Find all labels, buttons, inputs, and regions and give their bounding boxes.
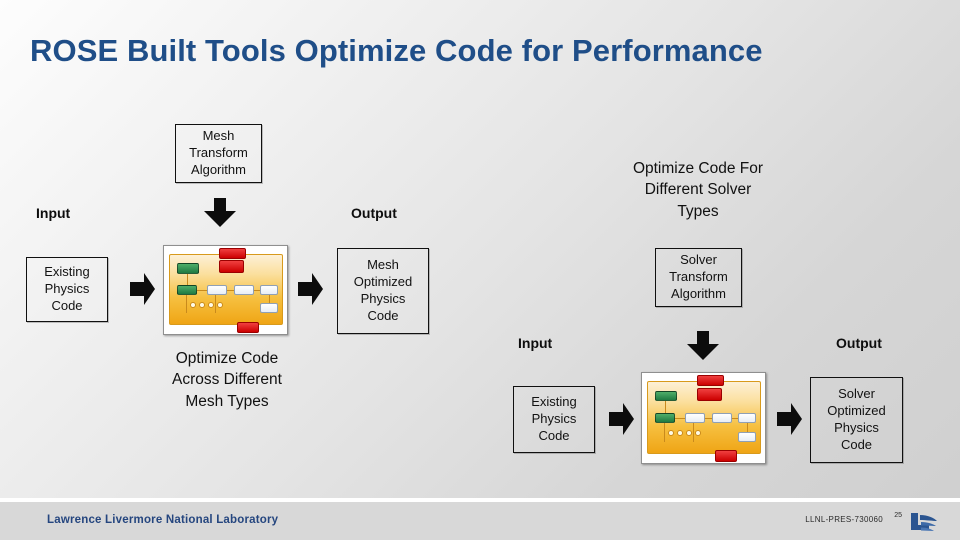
thumb-node-red-top <box>697 374 725 387</box>
mesh-input-line-1: Existing <box>44 264 90 280</box>
thumb-dot <box>668 430 675 437</box>
thumb-node-white-1 <box>685 412 706 424</box>
solver-output-line-1: Solver <box>838 386 875 402</box>
mesh-output-line-4: Code <box>367 307 399 323</box>
mesh-flow-caption: Optimize Code Across Different Mesh Type… <box>127 348 327 412</box>
mesh-output-line-3: Physics <box>360 291 406 306</box>
thumb-connector <box>185 295 187 314</box>
page-title: ROSE Built Tools Optimize Code for Perfo… <box>30 33 763 68</box>
mesh-arrow-tool-to-output-icon <box>298 272 324 306</box>
thumb-dot <box>217 302 224 309</box>
thumb-node-green-2 <box>654 412 675 424</box>
mesh-output-line-1: Mesh <box>367 257 399 273</box>
thumb-node-green-1 <box>654 390 678 402</box>
thumb-connector <box>663 423 665 442</box>
thumb-node-white-4 <box>737 431 756 442</box>
solver-input-label: Input <box>518 335 553 351</box>
mesh-caption-line-2: Across Different <box>172 371 282 389</box>
rose-architecture-thumbnail-solver <box>641 372 766 464</box>
rose-architecture-thumbnail-mesh <box>163 245 288 335</box>
mesh-transform-line-1: Mesh <box>202 128 235 144</box>
mesh-input-box: Existing Physics Code <box>26 257 108 322</box>
thumbnail-body <box>646 381 762 454</box>
thumb-node-green-1 <box>176 263 200 274</box>
thumb-dot <box>695 430 702 437</box>
thumb-node-green-2 <box>176 284 197 296</box>
thumb-dot <box>208 302 215 309</box>
thumb-connector <box>674 417 685 419</box>
solver-heading-line-2: Different Solver <box>644 181 752 199</box>
thumb-node-white-3 <box>737 412 756 424</box>
thumb-connector <box>254 289 260 291</box>
solver-input-line-3: Code <box>538 427 570 443</box>
solver-input-line-1: Existing <box>531 394 577 410</box>
thumb-node-white-1 <box>207 284 228 296</box>
thumb-node-red-1 <box>697 387 723 401</box>
thumb-dot <box>190 302 197 309</box>
thumb-connector <box>746 423 748 432</box>
solver-output-box: Solver Optimized Physics Code <box>810 377 903 463</box>
solver-transform-algorithm-box: Solver Transform Algorithm <box>655 248 742 307</box>
footer-page-number: 25 <box>894 512 902 519</box>
mesh-caption-line-3: Mesh Types <box>185 392 269 410</box>
solver-input-box: Existing Physics Code <box>513 386 595 453</box>
thumb-dot <box>686 430 693 437</box>
solver-heading-line-1: Optimize Code For <box>632 160 764 177</box>
thumb-connector <box>664 401 666 413</box>
solver-output-line-2: Optimized <box>827 403 886 419</box>
thumb-node-white-3 <box>259 284 278 296</box>
mesh-output-line-2: Optimized <box>353 274 413 290</box>
thumb-dot <box>677 430 684 437</box>
footer-pres-number: LLNL-PRES-730060 <box>805 515 883 524</box>
solver-down-arrow-icon <box>686 331 720 361</box>
solver-output-line-3: Physics <box>834 420 879 435</box>
thumb-node-red-bottom <box>714 450 737 463</box>
mesh-down-arrow-icon <box>203 198 237 228</box>
mesh-input-line-3: Code <box>51 297 83 313</box>
thumb-node-white-2 <box>711 412 733 424</box>
thumb-connector <box>186 273 188 285</box>
mesh-transform-line-2: Transform <box>189 145 248 161</box>
thumb-connector <box>705 417 712 419</box>
mesh-transform-line-3: Algorithm <box>191 161 246 177</box>
solver-input-line-2: Physics <box>531 411 577 427</box>
thumb-connector <box>196 289 207 291</box>
solver-output-line-4: Code <box>840 436 873 452</box>
mesh-output-box: Mesh Optimized Physics Code <box>337 248 429 334</box>
thumb-connector <box>268 295 270 304</box>
thumb-connector <box>692 423 694 442</box>
mesh-input-line-2: Physics <box>44 281 90 297</box>
mesh-caption-line-1: Optimize Code <box>175 350 279 367</box>
thumb-node-red-top <box>219 247 247 260</box>
footer-bar <box>0 502 960 540</box>
solver-transform-line-2: Transform <box>669 269 728 285</box>
solver-heading-line-3: Types <box>677 202 719 220</box>
thumb-node-white-2 <box>233 284 255 296</box>
thumb-dot <box>199 302 206 309</box>
footer-separator <box>0 498 960 502</box>
thumb-connector <box>214 295 216 314</box>
solver-flow-heading: Optimize Code For Different Solver Types <box>598 158 798 222</box>
thumb-connector <box>732 417 738 419</box>
mesh-arrow-input-to-tool-icon <box>130 272 156 306</box>
mesh-output-label: Output <box>351 205 397 221</box>
solver-output-label: Output <box>836 335 882 351</box>
thumb-node-white-4 <box>259 303 278 314</box>
solver-transform-line-1: Solver <box>680 252 717 268</box>
thumb-connector <box>227 289 234 291</box>
mesh-transform-algorithm-box: Mesh Transform Algorithm <box>175 124 262 183</box>
thumb-node-red-1 <box>219 260 245 273</box>
mesh-input-label: Input <box>36 205 71 221</box>
footer-organization: Lawrence Livermore National Laboratory <box>47 514 279 526</box>
solver-transform-line-3: Algorithm <box>671 285 726 301</box>
solver-arrow-input-to-tool-icon <box>609 402 635 436</box>
thumbnail-body <box>168 253 284 326</box>
thumb-node-red-bottom <box>236 321 259 334</box>
llnl-flame-logo-icon <box>906 512 938 534</box>
solver-arrow-tool-to-output-icon <box>777 402 803 436</box>
